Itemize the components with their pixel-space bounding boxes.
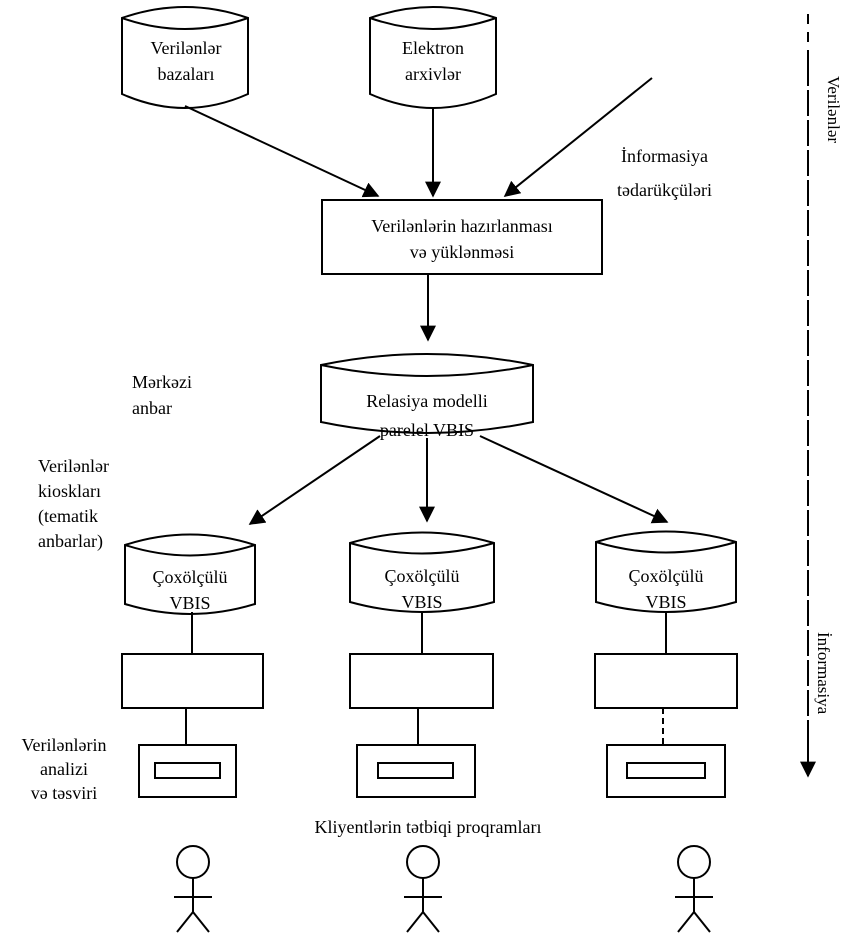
databases-label-2: bazaları [158, 64, 215, 84]
prepare-box [321, 199, 603, 275]
arrow-central-to-cube-3 [479, 435, 669, 524]
kiosks-label-4: anbarlar) [38, 531, 103, 552]
user-figure-2 [404, 845, 442, 933]
analysis-label-2: analizi [40, 759, 88, 779]
prepare-label-2: və yüklənməsi [410, 242, 514, 262]
cube-2-label-1: Çoxölçülü [385, 566, 460, 586]
process-box-3 [594, 653, 738, 709]
user-figure-3 [675, 845, 713, 933]
process-box-1 [121, 653, 264, 709]
suppliers-label-1: İnformasiya [621, 146, 708, 166]
databases-label-1: Verilənlər [151, 38, 222, 58]
archives-label-2: arxivlər [405, 64, 461, 84]
central-label-1: Mərkəzi [132, 372, 192, 392]
arrow-central-to-cube-1 [248, 435, 381, 525]
central-db-cylinder: Relasiya modelli parelel VBIS [320, 353, 534, 440]
cube-2-label-2: VBIS [401, 592, 442, 612]
prepare-label-1: Verilənlərin hazırlanması [371, 216, 552, 236]
cube-1-label-1: Çoxölçülü [153, 567, 228, 587]
client-app-1 [138, 744, 237, 798]
client-app-2 [356, 744, 476, 798]
databases-cylinder: Verilənlər bazaları [121, 6, 249, 109]
suppliers-label-2: tədarükçüləri [617, 180, 712, 200]
cube-cylinder-1: Çoxölçülü VBIS [124, 533, 256, 615]
central-db-label-1: Relasiya modelli [366, 391, 487, 411]
kiosks-label-1: Verilənlər [38, 456, 109, 476]
kiosks-label-3: (tematik [38, 506, 98, 527]
side-label-top: Verilənlər [824, 76, 843, 143]
cube-3-label-2: VBIS [645, 592, 686, 612]
cube-cylinder-3: Çoxölçülü VBIS [595, 530, 737, 613]
central-label-2: anbar [132, 398, 172, 418]
user-figure-1 [174, 845, 212, 933]
process-box-2 [349, 653, 494, 709]
cube-3-label-1: Çoxölçülü [629, 566, 704, 586]
arrow-suppliers-to-prepare [503, 77, 653, 198]
analysis-label-1: Verilənlərin [22, 735, 107, 755]
cube-cylinder-2: Çoxölçülü VBIS [349, 531, 495, 613]
side-label-bottom: İnformasiya [814, 632, 833, 715]
central-db-label-2: parelel VBIS [380, 420, 474, 440]
arrow-databases-to-prepare [184, 105, 380, 198]
cube-1-label-2: VBIS [169, 593, 210, 613]
client-app-3 [606, 744, 726, 798]
archives-cylinder: Elektron arxivlər [369, 6, 497, 109]
kiosks-label-2: kioskları [38, 481, 101, 501]
clients-caption: Kliyentlərin tətbiqi proqramları [315, 817, 542, 837]
archives-label-1: Elektron [402, 38, 464, 58]
analysis-label-3: və təsviri [31, 783, 97, 803]
